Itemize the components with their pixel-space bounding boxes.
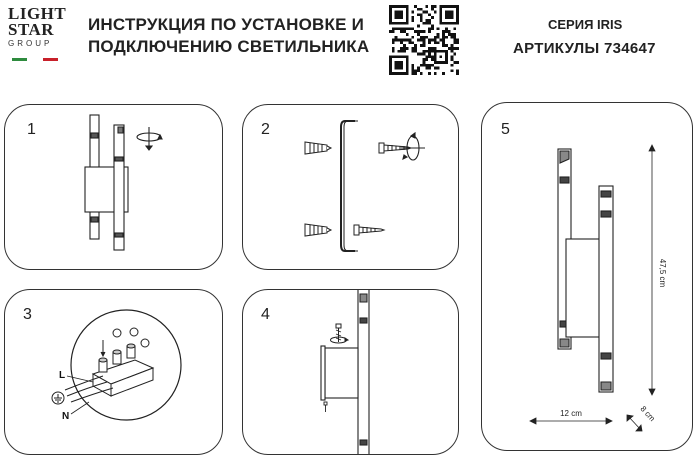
label-l: L — [59, 370, 65, 381]
title-line-2: ПОДКЛЮЧЕНИЮ СВЕТИЛЬНИКА — [88, 37, 370, 56]
step-3-drawing: L N — [51, 309, 182, 422]
logo-line-2: STAR — [8, 20, 55, 39]
wall-plug-top — [304, 141, 333, 155]
rotate-arrow-icon — [401, 131, 425, 161]
ground-icon — [51, 391, 65, 405]
step-4-drawing — [320, 290, 370, 454]
title-line-1: ИНСТРУКЦИЯ ПО УСТАНОВКЕ И — [88, 15, 364, 34]
screw-icon — [335, 323, 342, 342]
italian-flag-icon — [12, 58, 58, 61]
screw-bottom — [353, 224, 386, 236]
label-n: N — [62, 411, 69, 422]
width-label: 12 cm — [560, 409, 582, 418]
depth-label: 8 cm — [639, 404, 658, 423]
series-label: СЕРИЯ IRIS — [548, 17, 623, 32]
step-4-panel: 4 — [242, 289, 459, 455]
step-5-panel: 5 47,5 cm 12 cm — [481, 102, 693, 451]
depth-dimension — [626, 414, 643, 432]
step-1-drawing — [84, 114, 163, 251]
rotate-arrow-icon — [330, 336, 350, 344]
rotate-arrow-icon — [136, 127, 163, 151]
height-dimension — [648, 144, 656, 396]
width-dimension — [529, 417, 613, 425]
page-title: ИНСТРУКЦИЯ ПО УСТАНОВКЕ И ПОДКЛЮЧЕНИЮ СВ… — [88, 14, 369, 58]
step-2-panel: 2 — [242, 104, 459, 270]
wall-plug-bottom — [304, 223, 333, 237]
logo-line-1: LIGHT — [8, 4, 67, 23]
logo-line-3: GROUP — [8, 39, 53, 48]
step-number: 5 — [501, 121, 510, 138]
step-number: 3 — [23, 306, 32, 323]
qr-code-icon — [389, 5, 459, 75]
wires — [64, 340, 114, 403]
step-3-panel: 3 — [4, 289, 223, 455]
height-label: 47,5 cm — [658, 259, 667, 288]
step-number: 4 — [261, 306, 270, 323]
step-number: 1 — [27, 121, 36, 138]
step-5-drawing: 47,5 cm 12 cm 8 cm — [529, 144, 667, 432]
small-screw-icon — [323, 401, 328, 412]
step-2-drawing — [304, 120, 425, 252]
step-number: 2 — [261, 121, 270, 138]
article-label: АРТИКУЛЫ 734647 — [513, 40, 656, 57]
step-1-panel: 1 — [4, 104, 223, 270]
lightstar-logo: LIGHT STAR GROUP — [8, 4, 67, 68]
